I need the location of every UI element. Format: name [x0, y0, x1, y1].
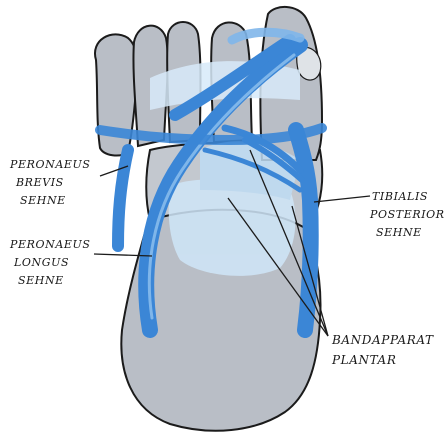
tibialis-posterior-label-line-1: TIBIALIS — [372, 190, 428, 203]
peroneus-longus-label-line-1: PERONAEUS — [9, 238, 91, 251]
bandapparat-label-line-1: BANDAPPARAT — [331, 333, 434, 347]
label-peroneus-longus: PERONAEUS LONGUS SEHNE — [9, 238, 91, 287]
tibialis-posterior-leader — [314, 196, 370, 202]
tibialis-posterior-label-line-2: POSTERIOR — [369, 208, 444, 221]
label-peroneus-brevis: PERONAEUS BREVIS SEHNE — [9, 158, 91, 207]
peroneus-longus-label-line-2: LONGUS — [13, 256, 69, 269]
peroneus-brevis-label-line-2: BREVIS — [15, 176, 64, 189]
peroneus-longus-label-line-3: SEHNE — [18, 274, 64, 287]
label-bandapparat-plantar: BANDAPPARAT PLANTAR — [331, 333, 434, 367]
peroneus-brevis-label-line-1: PERONAEUS — [9, 158, 91, 171]
peroneus-brevis-label-line-3: SEHNE — [20, 194, 66, 207]
peroneus-brevis-tendon — [118, 150, 128, 246]
tibialis-posterior-label-line-3: SEHNE — [376, 226, 422, 239]
label-tibialis-posterior: TIBIALIS POSTERIOR SEHNE — [369, 190, 444, 239]
bandapparat-label-line-2: PLANTAR — [331, 353, 396, 367]
